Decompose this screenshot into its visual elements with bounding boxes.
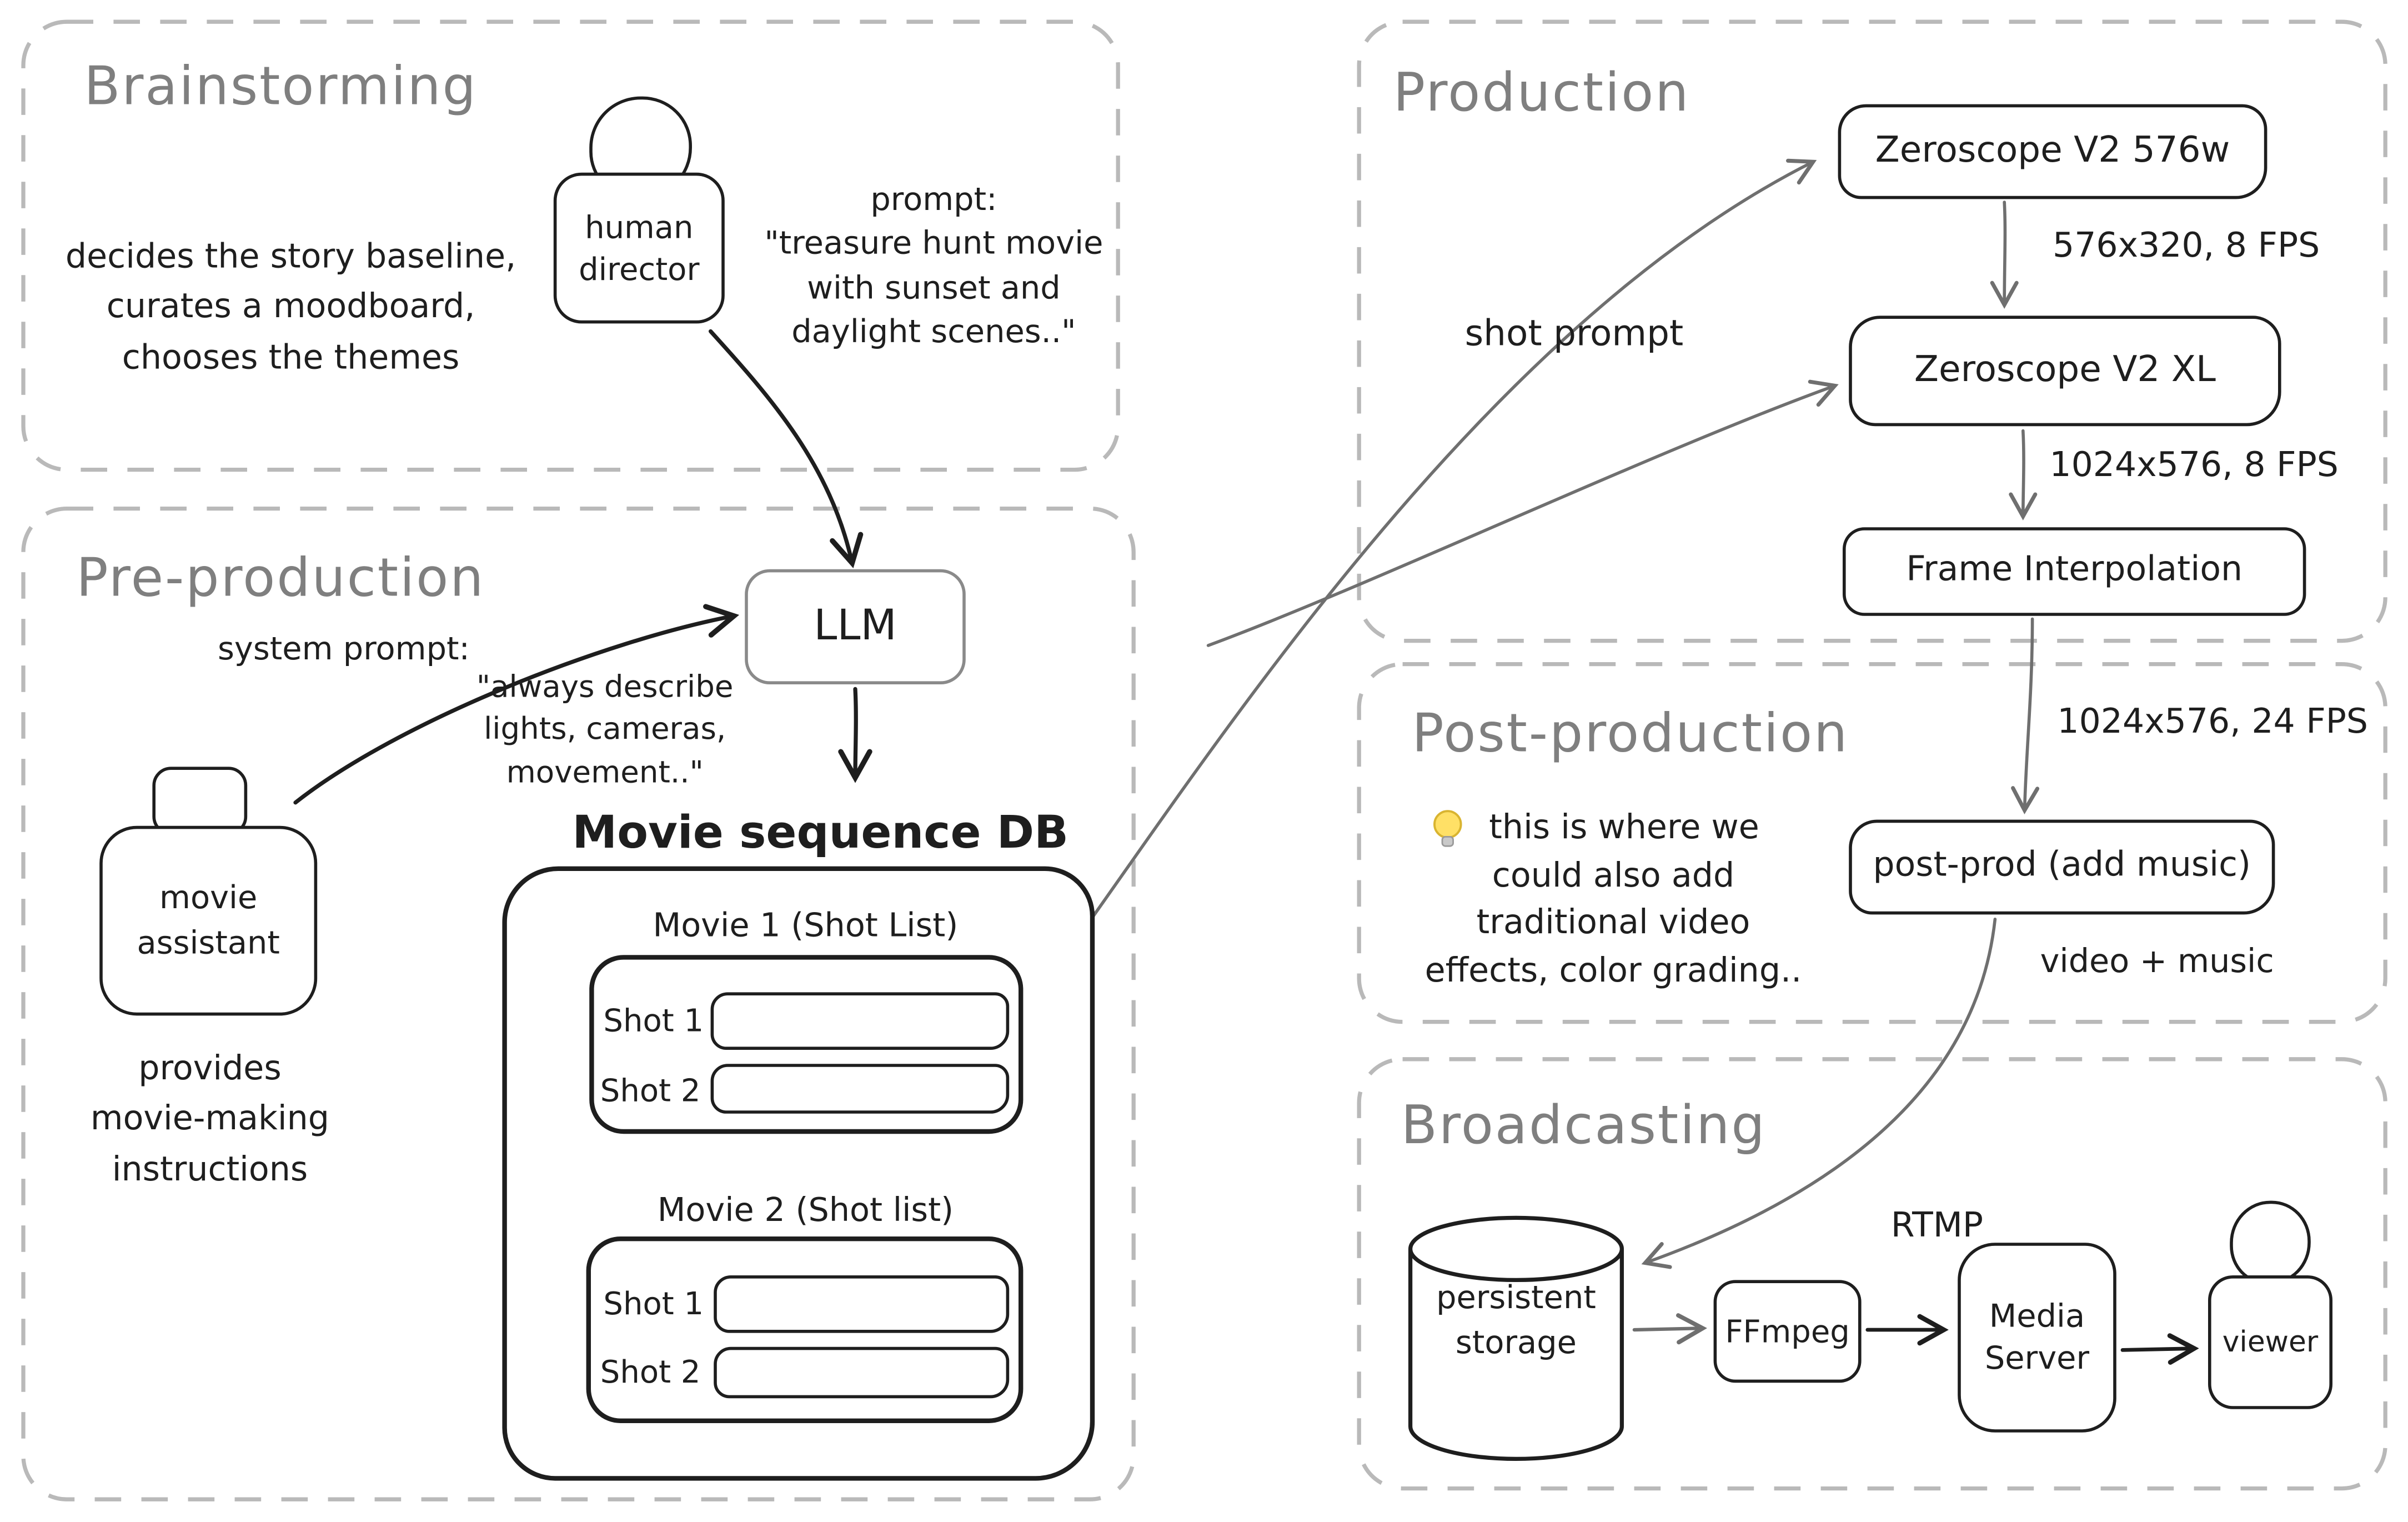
movie-assistant-cap-icon xyxy=(152,767,248,835)
movie2-shot1-slot xyxy=(714,1275,1010,1333)
zeroscope-v2-576w-node: Zeroscope V2 576w xyxy=(1838,104,2267,199)
movie1-title: Movie 1 (Shot List) xyxy=(653,907,959,944)
movie1-shot2-slot xyxy=(710,1064,1010,1114)
human-director-figure: human director xyxy=(553,172,725,324)
system-prompt-label: system prompt: xyxy=(218,630,470,668)
frame-interpolation-node: Frame Interpolation xyxy=(1843,527,2306,616)
media-server-node: Media Server xyxy=(1958,1243,2116,1433)
director-prompt-note: prompt: "treasure hunt movie with sunset… xyxy=(764,180,1103,350)
viewer-figure: viewer xyxy=(2208,1275,2332,1409)
arrow-mediaserver-to-viewer xyxy=(2120,1333,2199,1365)
zeroscope-v2-xl-node: Zeroscope V2 XL xyxy=(1849,316,2281,427)
arrow-shotprompt-to-zeroscopexl xyxy=(1206,379,1839,647)
postproduction-tip: this is where we could also add traditio… xyxy=(1424,809,1802,990)
llm-node: LLM xyxy=(745,569,966,684)
post-prod-node: post-prod (add music) xyxy=(1849,819,2275,915)
brainstorming-note: decides the story baseline, curates a mo… xyxy=(65,238,516,377)
preproduction-title: Pre-production xyxy=(76,547,485,610)
system-prompt-quote: "always describe lights, cameras, moveme… xyxy=(476,669,734,790)
production-title: Production xyxy=(1393,62,1690,124)
arrow-director-to-llm xyxy=(708,329,864,569)
arrow-storage-to-ffmpeg xyxy=(1632,1313,1707,1345)
edge-label-1024x576-24fps: 1024x576, 24 FPS xyxy=(2057,703,2369,742)
brainstorming-title: Brainstorming xyxy=(84,56,478,118)
persistent-storage-label: persistent storage xyxy=(1436,1278,1596,1361)
section-frame-postproduction xyxy=(1357,662,2387,1024)
arrow-576w-to-xl xyxy=(1990,201,2019,309)
movie2-title: Movie 2 (Shot list) xyxy=(657,1191,954,1229)
edge-label-1024x576-8fps: 1024x576, 8 FPS xyxy=(2049,446,2339,485)
section-frame-preproduction xyxy=(21,506,1136,1501)
arrow-assistant-to-llm xyxy=(293,604,740,805)
movie1-shot2-label: Shot 2 xyxy=(600,1072,701,1109)
viewer-head-icon xyxy=(2230,1200,2311,1285)
edge-label-576x320: 576x320, 8 FPS xyxy=(2053,227,2320,266)
shot-prompt-label: shot prompt xyxy=(1464,314,1684,355)
movie-sequence-db-title: Movie sequence DB xyxy=(572,805,1069,859)
section-frame-broadcasting xyxy=(1357,1057,2387,1491)
movie2-shot2-label: Shot 2 xyxy=(600,1353,701,1391)
movie-assistant-figure: movie assistant xyxy=(99,825,318,1016)
movie2-shot1-label: Shot 1 xyxy=(603,1284,704,1322)
movie1-shot1-label: Shot 1 xyxy=(603,1002,704,1039)
arrow-llm-to-db xyxy=(838,687,872,783)
section-frame-production xyxy=(1357,19,2387,643)
arrow-frameinterp-to-postprod xyxy=(2011,617,2040,815)
postproduction-title: Post-production xyxy=(1412,703,1849,765)
rtmp-label: RTMP xyxy=(1890,1206,1984,1246)
arrow-xl-to-frameinterp xyxy=(2009,429,2038,520)
movie2-shot2-slot xyxy=(714,1346,1010,1399)
ffmpeg-node: FFmpeg xyxy=(1713,1280,1862,1383)
movie1-shot1-slot xyxy=(710,992,1010,1050)
video-plus-music-label: video + music xyxy=(2040,942,2274,980)
arrow-shotprompt-to-zeroscope576w xyxy=(1088,158,1817,923)
arrow-postprod-to-storage xyxy=(1641,917,1997,1269)
assistant-note: provides movie-making instructions xyxy=(90,1050,330,1189)
persistent-storage-cylinder-icon xyxy=(1408,1215,1624,1461)
section-frame-brainstorming xyxy=(21,19,1120,472)
broadcasting-title: Broadcasting xyxy=(1401,1095,1767,1158)
lightbulb-icon xyxy=(1433,810,1462,847)
